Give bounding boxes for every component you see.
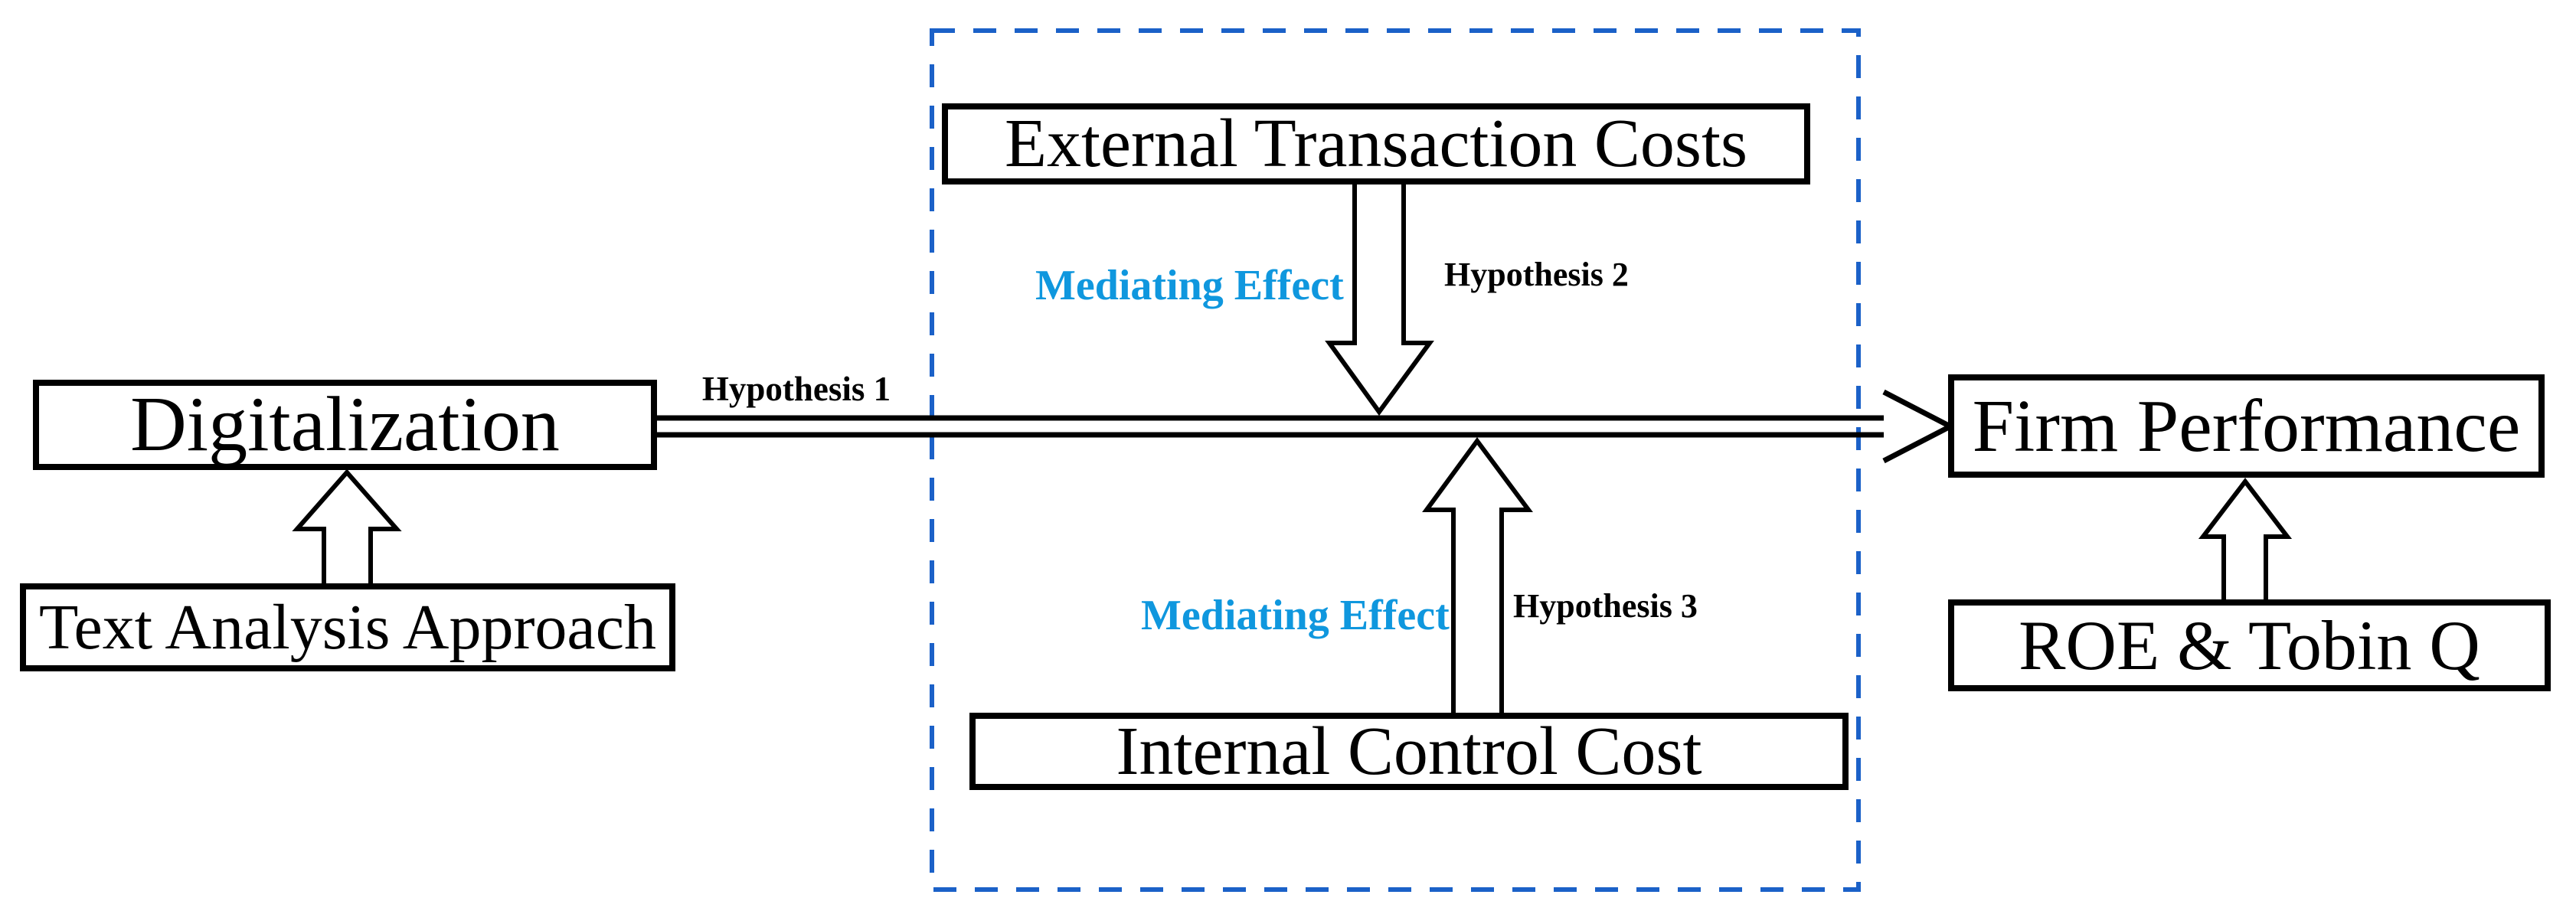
external-transaction-costs-label: External Transaction Costs <box>1005 106 1747 181</box>
mediating-effect-top-label: Mediating Effect <box>1035 262 1344 309</box>
firm-performance-box: Firm Performance <box>1948 374 2545 478</box>
roe-tobin-q-box: ROE & Tobin Q <box>1948 599 2551 691</box>
internal-control-cost-box: Internal Control Cost <box>969 713 1849 790</box>
mediation-dashed-boundary <box>930 28 1861 892</box>
firm-performance-label: Firm Performance <box>1972 384 2521 468</box>
digitalization-label: Digitalization <box>130 381 560 468</box>
text-analysis-approach-box: Text Analysis Approach <box>20 583 675 671</box>
hypothesis2-label: Hypothesis 2 <box>1444 256 1629 293</box>
external-transaction-costs-box: External Transaction Costs <box>942 103 1810 184</box>
internal-control-cost-label: Internal Control Cost <box>1116 713 1702 789</box>
text-analysis-to-digitalization-arrow <box>292 469 402 586</box>
roe-to-firm-arrow <box>2198 478 2293 602</box>
internal-to-line-arrow <box>1422 436 1533 716</box>
text-analysis-approach-label: Text Analysis Approach <box>39 591 656 663</box>
mediating-effect-bottom-label: Mediating Effect <box>1141 592 1450 639</box>
hypothesis1-arrowhead <box>1882 389 1957 464</box>
external-to-line-arrow <box>1325 184 1434 416</box>
hypothesis1-label: Hypothesis 1 <box>701 370 891 408</box>
digitalization-box: Digitalization <box>33 380 657 470</box>
roe-tobin-q-label: ROE & Tobin Q <box>2019 606 2480 684</box>
hypothesis3-label: Hypothesis 3 <box>1513 587 1698 625</box>
